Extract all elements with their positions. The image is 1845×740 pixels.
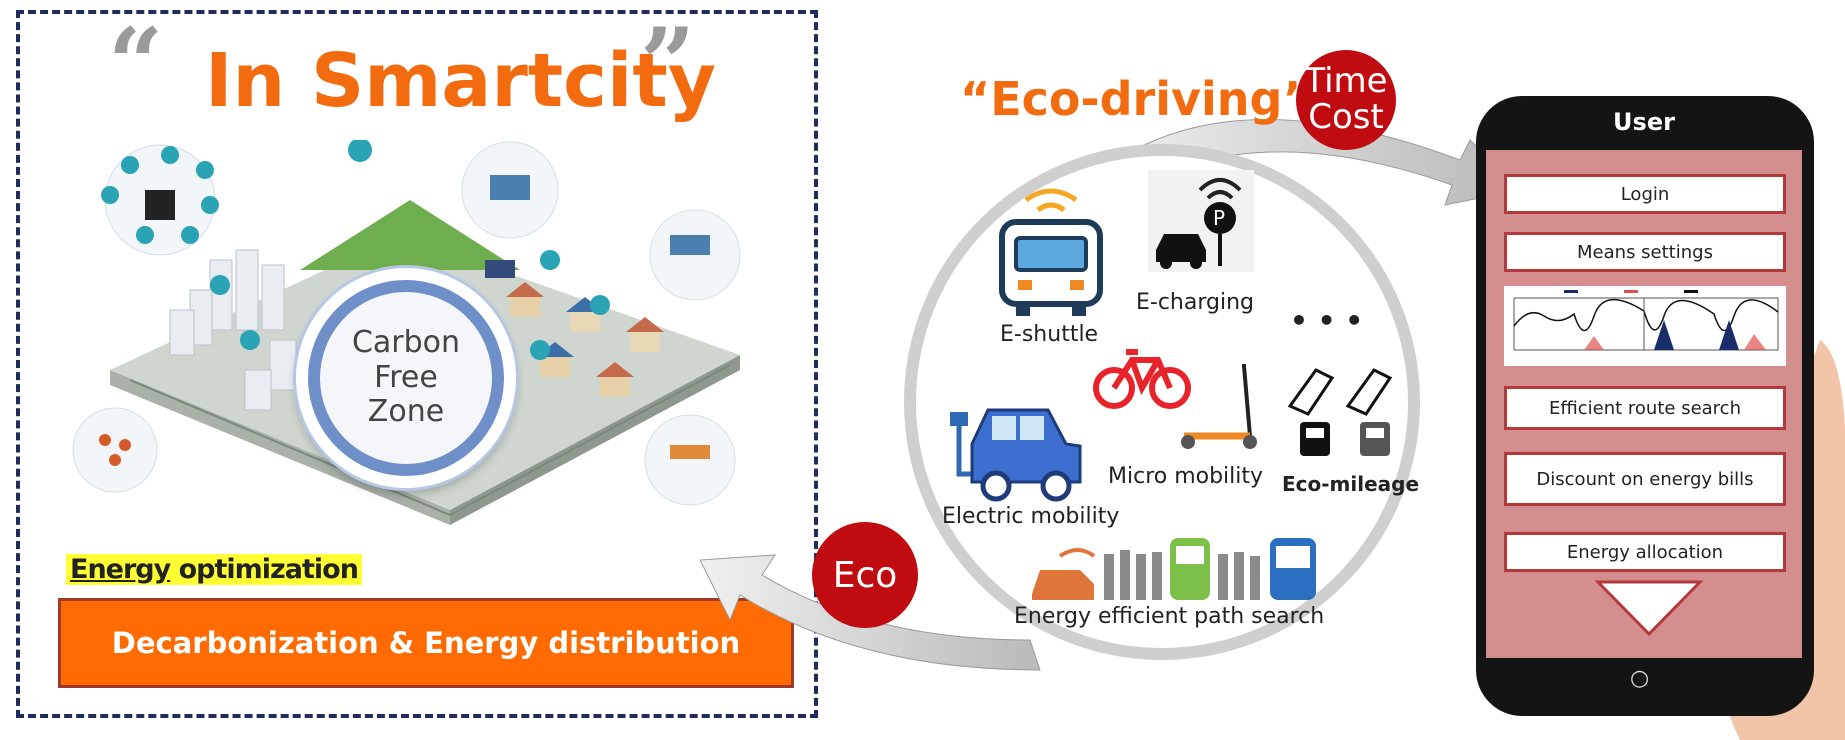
- down-arrow-icon: [1594, 580, 1704, 637]
- energy-word: Energy: [70, 554, 171, 585]
- scooter-icon: [1181, 364, 1257, 449]
- card-transit-icon: [1287, 368, 1393, 456]
- login-menu-item[interactable]: Login: [1504, 174, 1786, 214]
- e-shuttle-label: E-shuttle: [1000, 322, 1099, 347]
- energy-optimization-label: Energy optimization: [66, 554, 362, 585]
- time-cost-bubble: Time Cost: [1296, 50, 1396, 150]
- electric-mobility-label: Electric mobility: [942, 504, 1120, 529]
- hub-line-1: Carbon: [351, 325, 461, 361]
- load-chart-thumbnail: [1504, 286, 1786, 366]
- route-search-menu-item[interactable]: Efficient route search: [1504, 386, 1786, 430]
- optimization-word: optimization: [170, 554, 359, 585]
- smartcity-title: In Smartcity: [205, 38, 717, 124]
- charging-parking-icon: P: [1148, 170, 1254, 272]
- eco-mileage-label: Eco-mileage: [1282, 472, 1420, 496]
- bus-icon: [999, 188, 1103, 316]
- user-header: User: [1613, 108, 1675, 136]
- cost-text: Cost: [1308, 97, 1384, 137]
- home-button-icon[interactable]: ○: [1630, 666, 1650, 691]
- hub-line-3: Zone: [367, 394, 445, 430]
- path-search-label: Energy efficient path search: [1014, 604, 1325, 629]
- path-search-icons: [1032, 538, 1316, 600]
- micro-mobility-label: Micro mobility: [1108, 464, 1264, 489]
- bicycle-icon: [1093, 349, 1191, 409]
- electric-car-icon: [950, 408, 1082, 502]
- hub-line-2: Free: [374, 359, 438, 395]
- open-quote-icon: “: [108, 7, 164, 120]
- close-quote-icon: ”: [640, 7, 696, 120]
- decarbonization-banner: Decarbonization & Energy distribution: [58, 598, 794, 688]
- svg-text:P: P: [1213, 206, 1225, 230]
- means-settings-menu-item[interactable]: Means settings: [1504, 232, 1786, 272]
- energy-allocation-menu-item[interactable]: Energy allocation: [1504, 532, 1786, 572]
- phone-screen: Login Means settings Efficient route sea…: [1486, 150, 1802, 658]
- ellipsis: • • •: [1290, 304, 1364, 337]
- carbon-free-zone-hub: Carbon Free Zone: [296, 268, 516, 488]
- energy-discount-menu-item[interactable]: Discount on energy bills: [1504, 452, 1786, 506]
- eco-bubble: Eco: [812, 522, 918, 628]
- e-charging-label: E-charging: [1136, 290, 1255, 315]
- smart-city-illustration: [72, 140, 741, 525]
- time-text: Time: [1304, 61, 1388, 102]
- eco-driving-title: “Eco-driving”: [960, 72, 1313, 126]
